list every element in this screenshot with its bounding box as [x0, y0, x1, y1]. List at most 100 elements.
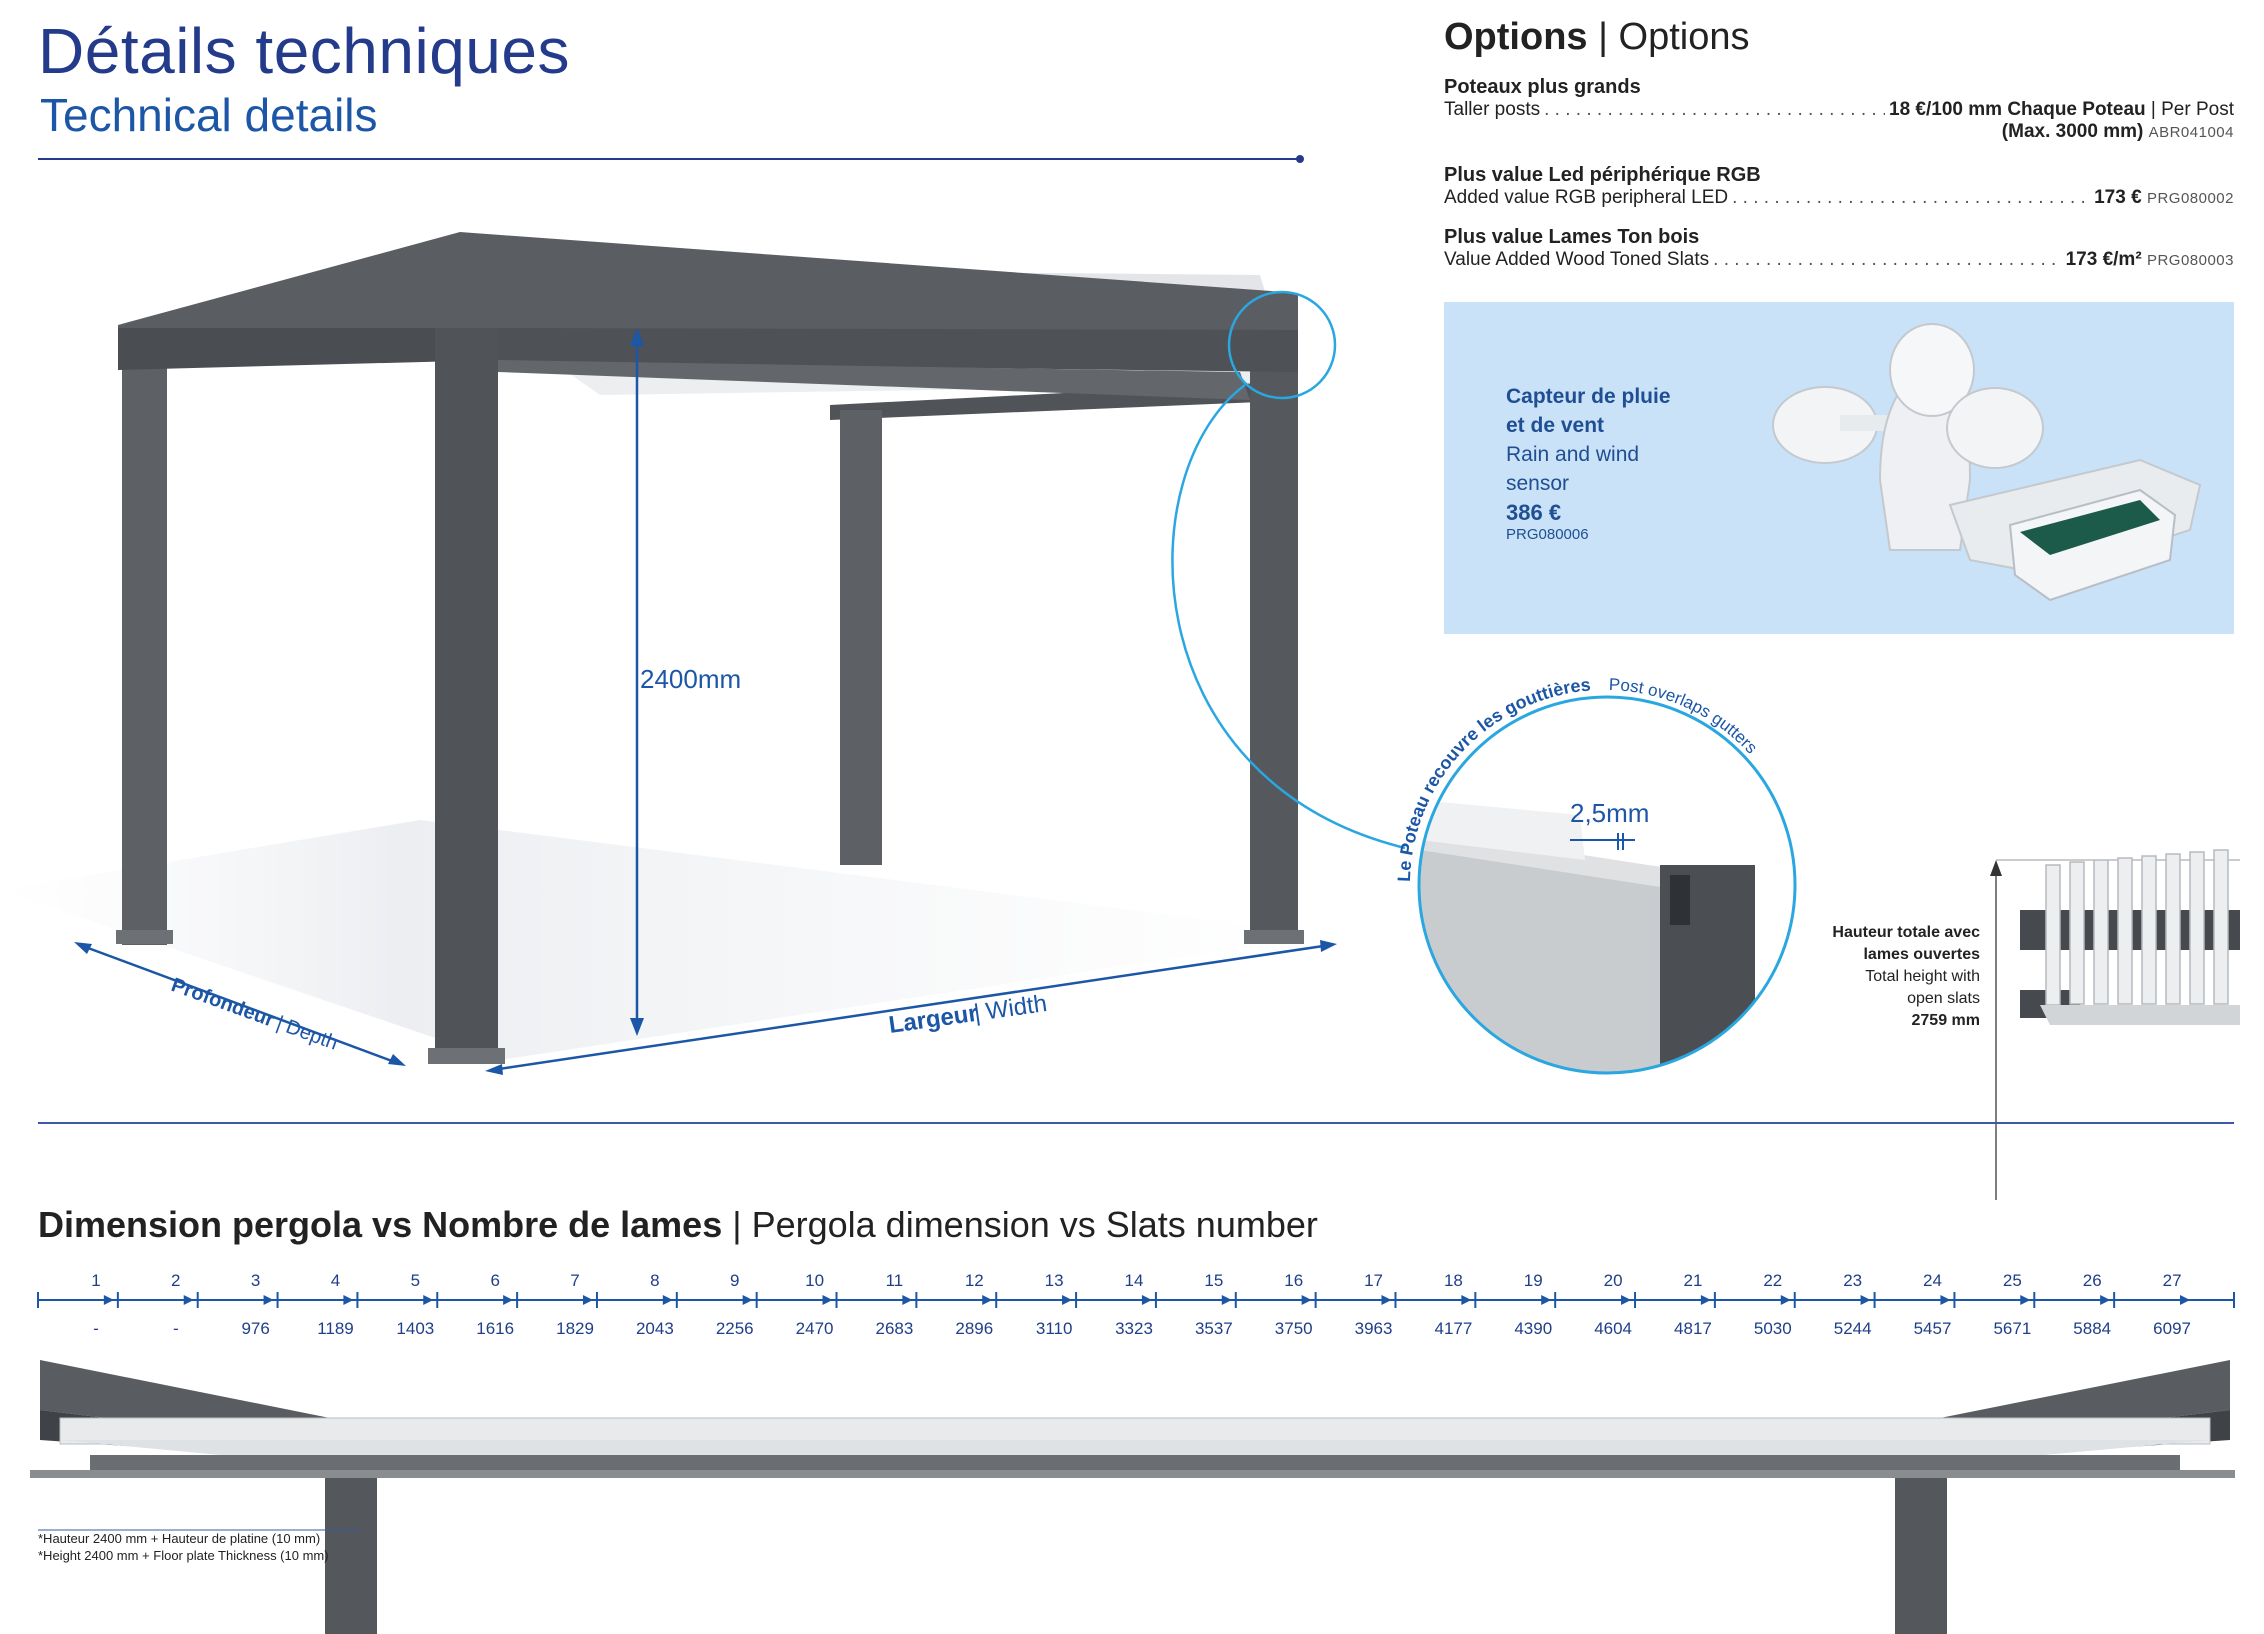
- slat-count-label: 12: [965, 1271, 984, 1290]
- slat-count-label: 10: [805, 1271, 824, 1290]
- option-name-fr: Poteaux plus grands: [1444, 76, 1641, 98]
- arrow-head: [74, 942, 92, 954]
- scale-arrow: [1860, 1295, 1871, 1305]
- slat-count-label: 15: [1204, 1271, 1223, 1290]
- slat-count-label: 19: [1524, 1271, 1543, 1290]
- dimension-value-label: 2470: [796, 1319, 834, 1338]
- post-back-right: [840, 410, 882, 865]
- slat-count-label: 14: [1125, 1271, 1144, 1290]
- post-front: [435, 328, 498, 1063]
- option-price: 18 €/100 mm Chaque Poteau: [1889, 99, 2146, 120]
- slat-count-label: 7: [570, 1271, 579, 1290]
- leader-dots: . . . . . . . . . . . . . . . . . . . . …: [1713, 249, 2061, 270]
- scale-arrow: [263, 1295, 274, 1305]
- dimension-value-label: 5884: [2073, 1319, 2111, 1338]
- page-subtitle: Technical details: [40, 89, 378, 141]
- slat-count-label: 5: [411, 1271, 420, 1290]
- dimension-value-label: 1829: [556, 1319, 594, 1338]
- post-front-right: [1250, 325, 1298, 940]
- depth-arrow: [79, 943, 401, 1066]
- option-price-suffix: | Per Post: [2150, 99, 2234, 120]
- scale-arrow: [822, 1295, 833, 1305]
- dimension-value-label: -: [173, 1319, 179, 1338]
- post-detail-callout: Le Poteau recouvre les gouttières Post o…: [1394, 674, 1797, 1075]
- floor-plate: [116, 930, 173, 944]
- front-beam-right: [498, 328, 1298, 372]
- slats-height-en-1: Total height with: [1865, 968, 1980, 985]
- dimension-value-label: 4177: [1434, 1319, 1472, 1338]
- scale-arrow: [902, 1295, 913, 1305]
- options-title-rest: | Options: [1598, 16, 1750, 58]
- slats-detail: [1420, 800, 1585, 860]
- dimension-value-label: 2043: [636, 1319, 674, 1338]
- dimension-value-label: 2683: [876, 1319, 914, 1338]
- option-item: Plus value Lames Ton bois Value Added Wo…: [1444, 226, 2234, 271]
- slat-count-label: 26: [2083, 1271, 2102, 1290]
- depth-label-fr: Profondeur: [168, 974, 277, 1032]
- option-name-fr: Plus value Lames Ton bois: [1444, 226, 1700, 248]
- arrow-head: [1990, 860, 2002, 876]
- post-left: [325, 1478, 377, 1634]
- section-divider: [38, 1122, 2234, 1124]
- scale-arrow: [1141, 1295, 1152, 1305]
- option-price: 173 €: [2094, 187, 2142, 208]
- slat-count-label: 3: [251, 1271, 260, 1290]
- slat-count-label: 9: [730, 1271, 739, 1290]
- gap-label: 2,5mm: [1570, 798, 1649, 828]
- slat: [2045, 864, 2061, 1006]
- dimension-value-label: 6097: [2153, 1319, 2191, 1338]
- dimension-value-label: 1189: [317, 1319, 354, 1338]
- dimension-value-label: 2896: [955, 1319, 993, 1338]
- floor-plate: [428, 1048, 505, 1064]
- roof-underside: [498, 360, 1250, 400]
- cup-right: [1946, 387, 2044, 469]
- sensor-price: 386 €: [1506, 500, 1562, 525]
- footnote: *Hauteur 2400 mm + Hauteur de platine (1…: [38, 1530, 329, 1564]
- width-arrow: [491, 943, 1331, 1072]
- scale-arrow: [982, 1295, 993, 1305]
- option-name-en: Value Added Wood Toned Slats: [1444, 249, 1710, 270]
- dimension-value-label: 5457: [1914, 1319, 1952, 1338]
- detail-connector: [1171, 383, 1406, 850]
- scale-arrow: [1700, 1295, 1711, 1305]
- dimension-value-label: 3323: [1115, 1319, 1153, 1338]
- arrow-head: [630, 1018, 644, 1036]
- rain-wind-sensor-image: [1772, 323, 2202, 602]
- post-groove: [1670, 875, 1690, 925]
- detail-callout-circle: [1227, 290, 1337, 400]
- slat-count-label: 1: [91, 1271, 100, 1290]
- depth-label-en: Depth: [283, 1016, 341, 1055]
- scale-arrow: [2180, 1295, 2190, 1305]
- dimension-title-bold: Dimension pergola vs Nombre de lames: [38, 1204, 723, 1245]
- slat: [2117, 857, 2133, 1005]
- option-name-fr: Plus value Led périphérique RGB: [1444, 164, 1761, 186]
- slat: [2069, 861, 2085, 1005]
- slat-count-label: 16: [1284, 1271, 1303, 1290]
- sensor-info: Capteur de pluie et de vent Rain and win…: [1506, 382, 1671, 543]
- dimension-title-rest: | Pergola dimension vs Slats number: [732, 1204, 1318, 1245]
- slat: [2213, 849, 2229, 1005]
- slats-open-detail: [1990, 849, 2240, 1200]
- option-price: 173 €/m²: [2065, 249, 2142, 270]
- dimension-scale: 1-2-397641189514036161671829820439225610…: [37, 1271, 2235, 1338]
- slat: [2189, 851, 2205, 1005]
- footnote-en: *Height 2400 mm + Floor plate Thickness …: [38, 1548, 329, 1563]
- option-name-en: Added value RGB peripheral LED: [1444, 187, 1729, 208]
- sensor-dome: [1889, 323, 1975, 417]
- sensor-name-en-1: Rain and wind: [1506, 443, 1640, 466]
- scale-arrow: [2020, 1295, 2031, 1305]
- slat-count-label: 22: [1763, 1271, 1782, 1290]
- post-right: [1895, 1478, 1947, 1634]
- slat-count-label: 8: [650, 1271, 659, 1290]
- dimension-value-label: 5244: [1834, 1319, 1872, 1338]
- dimension-value-label: 3537: [1195, 1319, 1233, 1338]
- scale-arrow: [582, 1295, 593, 1305]
- scale-arrow: [1062, 1295, 1073, 1305]
- slat-count-label: 13: [1045, 1271, 1064, 1290]
- dimension-value-label: 4604: [1594, 1319, 1632, 1338]
- dimension-value-label: 4390: [1514, 1319, 1552, 1338]
- slat: [2141, 855, 2157, 1005]
- scale-arrow: [423, 1295, 434, 1305]
- arrow-head: [485, 1064, 503, 1075]
- scale-arrow: [1940, 1295, 1951, 1305]
